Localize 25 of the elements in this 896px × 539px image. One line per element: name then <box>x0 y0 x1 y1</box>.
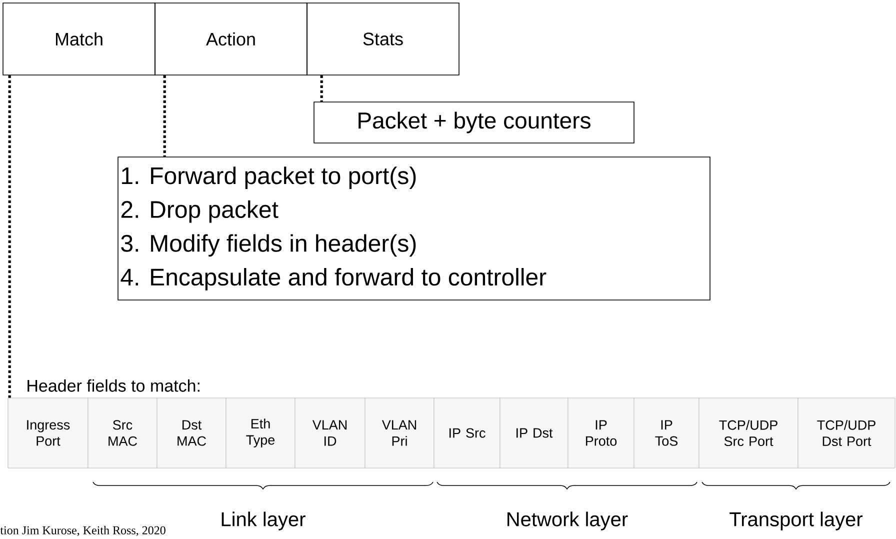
layer-label: Link layer <box>222 512 306 530</box>
header-field-cell: TCP/UDP Src Port <box>698 398 798 468</box>
header-field-cell: Src MAC <box>88 398 158 468</box>
dotted-connector <box>8 75 11 398</box>
header-field-cell: IP Dst <box>500 398 568 468</box>
header-field-cell: IP ToS <box>634 398 700 468</box>
node-label: Header fields to match: <box>28 379 200 392</box>
header-field-cell: TCP/UDP Dst Port <box>798 398 896 468</box>
header-field-cell: IP Src <box>434 398 500 468</box>
source-credit: tion Jim Kurose, Keith Ross, 2020 <box>0 526 166 536</box>
table-cell: Match <box>2 2 156 76</box>
counter-box: Packet + byte counters <box>314 102 634 144</box>
layer-label: Transport layer <box>730 512 863 530</box>
action-list-box: 1. Forward packet to port(s) 2. Drop packet 3. Modify fields in header(s) 4. Encapsulate and forward to controller <box>118 156 710 300</box>
header-field-cell: VLAN ID <box>294 398 366 468</box>
layer-label: Network layer <box>508 512 628 530</box>
table-cell: Action <box>154 2 308 76</box>
dotted-connector <box>320 75 323 102</box>
header-field-cell: VLAN Pri <box>364 398 434 468</box>
dotted-connector <box>163 75 166 157</box>
header-field-cell: Eth Type <box>226 398 296 468</box>
table-cell: Stats <box>306 2 460 76</box>
header-field-cell: Dst MAC <box>156 398 226 468</box>
header-field-cell: Ingress Port <box>8 398 88 468</box>
header-field-cell: IP Proto <box>568 398 634 468</box>
